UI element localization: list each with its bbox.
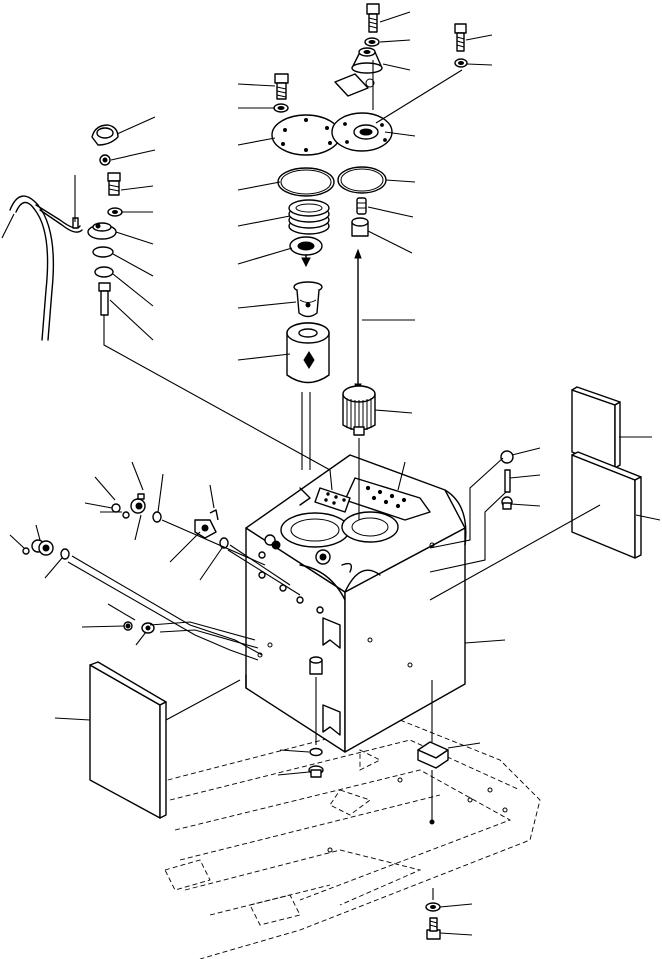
hydraulic-tank <box>245 454 467 753</box>
elbow-fitting-1 <box>22 539 70 560</box>
spring <box>288 199 330 235</box>
washer-small <box>107 207 123 217</box>
breather-bolt <box>107 172 121 196</box>
mount-bolt <box>426 917 441 940</box>
callout-leaders <box>1 11 661 936</box>
o-ring-right <box>337 166 387 194</box>
bolt-top <box>366 3 380 33</box>
elbow-fitting-3 <box>194 509 229 549</box>
bushing <box>351 217 369 237</box>
bracket-hole <box>429 819 435 825</box>
hose <box>9 195 83 341</box>
bolt-cover <box>274 73 289 100</box>
long-bolt <box>98 282 111 316</box>
washer-breather <box>99 154 111 166</box>
drain-fitting <box>309 656 323 675</box>
mount-washer <box>425 902 441 912</box>
spring-small <box>356 197 367 215</box>
machine-frame <box>159 719 541 959</box>
cover-panel-left <box>89 661 167 819</box>
elbow-fitting-2 <box>111 493 162 523</box>
bolt-right-top <box>454 23 467 52</box>
cap-top <box>351 47 383 74</box>
sight-gauge <box>500 450 514 510</box>
pad-right <box>571 386 621 469</box>
bracket <box>417 741 449 769</box>
breather-cap <box>91 124 119 146</box>
cover-plate <box>271 114 341 156</box>
o-ring-left <box>277 167 335 197</box>
strainer-basket <box>293 281 323 318</box>
rod <box>354 248 362 394</box>
drain-plug <box>308 765 324 778</box>
washer-right-top <box>454 58 468 68</box>
cover-panel-right <box>571 451 642 559</box>
plug-fitting <box>123 621 155 634</box>
o-ring-adapter <box>92 246 114 258</box>
o-ring-small <box>94 266 114 278</box>
strainer-cap <box>289 236 323 268</box>
washer-top <box>364 37 380 47</box>
suction-strainer <box>342 385 376 436</box>
gasket-plate <box>334 73 375 97</box>
filter-element <box>286 322 330 384</box>
drain-washer <box>309 747 323 757</box>
adapter <box>87 222 117 240</box>
washer-cover <box>273 103 289 113</box>
